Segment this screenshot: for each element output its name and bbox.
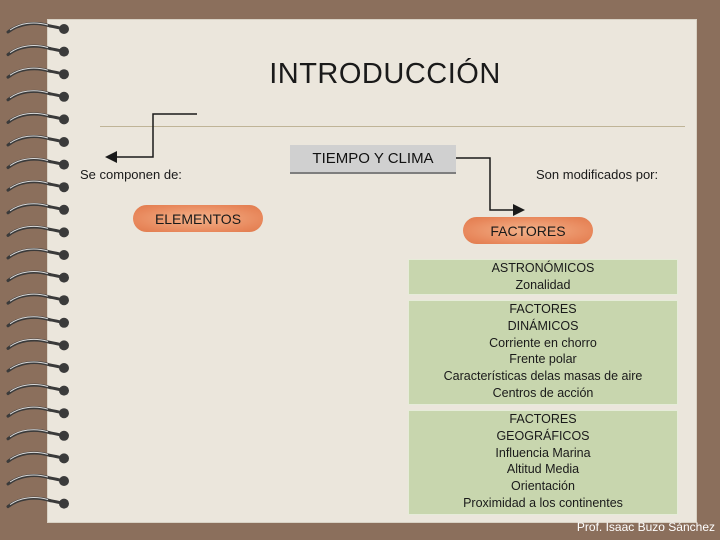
factor-line: Centros de acción: [492, 385, 594, 400]
main-topic-box: TIEMPO Y CLIMA: [290, 145, 456, 174]
binding-ring-end: [48, 47, 66, 54]
factor-line: Orientación: [511, 479, 575, 494]
binding-ring: [6, 248, 52, 260]
binding-ring-end: [48, 499, 66, 506]
binding-ring: [6, 180, 52, 192]
factor-line: FACTORES: [509, 302, 577, 316]
binding-ring-highlight: [9, 384, 49, 393]
factor-line: Influencia Marina: [495, 445, 591, 460]
binding-ring-highlight: [9, 497, 49, 506]
binding-ring: [6, 338, 52, 350]
binding-ring-highlight: [9, 248, 49, 257]
binding-ring-end: [48, 250, 66, 257]
factor-line: Corriente en chorro: [489, 335, 597, 350]
binding-ring: [6, 157, 52, 170]
binding-ring-highlight: [9, 338, 49, 347]
binding-ring-end: [48, 160, 66, 167]
binding-ring-highlight: [9, 158, 49, 167]
binding-ring-end: [48, 476, 66, 483]
binding-ring: [6, 496, 52, 509]
factor-line: Características delas masas de aire: [443, 369, 643, 384]
factor-line: ASTRONÓMICOS: [491, 261, 595, 275]
binding-ring-highlight: [9, 474, 49, 483]
binding-ring-end: [48, 24, 66, 31]
binding-ring-end: [48, 69, 66, 76]
spiral-binding-icon: [6, 22, 69, 509]
factor-line: FACTORES: [509, 412, 577, 426]
factor-line: DINÁMICOS: [507, 318, 579, 333]
binding-ring: [6, 135, 52, 147]
binding-ring-highlight: [9, 135, 49, 144]
binding-ring: [6, 451, 52, 463]
title-rule: [100, 126, 685, 127]
binding-ring-end: [48, 205, 66, 212]
binding-ring-end: [48, 408, 66, 415]
binding-ring-end: [48, 92, 66, 99]
factor-box-dinamicos: FACTORES DINÁMICOS Corriente en chorro F…: [408, 300, 678, 405]
binding-ring-end: [48, 431, 66, 438]
factor-line: Frente polar: [509, 352, 577, 367]
binding-ring-highlight: [9, 361, 49, 370]
binding-ring-highlight: [9, 406, 49, 415]
binding-ring: [6, 270, 52, 283]
factor-box-geograficos: FACTORES GEOGRÁFICOS Influencia Marina A…: [408, 410, 678, 515]
binding-ring-highlight: [9, 429, 49, 438]
binding-ring: [6, 202, 52, 215]
factor-line: GEOGRÁFICOS: [496, 428, 590, 443]
binding-ring-highlight: [9, 316, 49, 325]
factors-pill: FACTORES: [463, 217, 593, 244]
binding-ring-end: [48, 363, 66, 370]
binding-ring-highlight: [9, 225, 49, 234]
binding-ring-end: [48, 295, 66, 302]
binding-ring-end: [48, 318, 66, 325]
binding-ring: [6, 112, 52, 124]
binding-ring-highlight: [9, 271, 49, 280]
binding-ring-highlight: [9, 22, 49, 31]
binding-ring: [6, 293, 52, 305]
elements-pill: ELEMENTOS: [133, 205, 263, 232]
binding-ring-end: [48, 137, 66, 144]
right-label: Son modificados por:: [536, 167, 659, 182]
binding-ring: [6, 406, 52, 418]
binding-ring: [6, 225, 52, 237]
binding-ring-highlight: [9, 112, 49, 121]
left-connector: [105, 113, 197, 163]
binding-ring: [6, 361, 52, 373]
binding-ring: [6, 44, 52, 57]
binding-ring: [6, 383, 52, 396]
binding-ring-highlight: [9, 67, 49, 76]
binding-ring-end: [48, 340, 66, 347]
right-connector: [456, 157, 525, 216]
binding-ring: [6, 22, 52, 34]
author-credit: Prof. Isaac Buzo Sánchez: [576, 520, 715, 534]
factor-box-astronomicos: ASTRONÓMICOS Zonalidad: [408, 259, 678, 295]
factor-line: Altitud Media: [506, 462, 580, 477]
binding-ring: [6, 89, 52, 102]
factor-line: Proximidad a los continentes: [463, 495, 623, 510]
binding-ring-highlight: [9, 451, 49, 460]
binding-ring-end: [48, 182, 66, 189]
binding-ring-highlight: [9, 90, 49, 99]
binding-ring-end: [48, 273, 66, 280]
binding-ring-end: [48, 453, 66, 460]
binding-ring-highlight: [9, 180, 49, 189]
factor-line: Zonalidad: [515, 277, 571, 292]
binding-ring: [6, 67, 52, 79]
binding-ring-end: [48, 227, 66, 234]
binding-ring-highlight: [9, 293, 49, 302]
binding-ring-end: [48, 114, 66, 121]
binding-ring: [6, 474, 52, 486]
left-label: Se componen de:: [80, 167, 182, 182]
binding-ring-highlight: [9, 203, 49, 212]
binding-ring: [6, 315, 52, 328]
slide-title: INTRODUCCIÓN: [269, 58, 501, 90]
binding-ring: [6, 428, 52, 441]
binding-ring-end: [48, 386, 66, 393]
binding-ring-highlight: [9, 45, 49, 54]
